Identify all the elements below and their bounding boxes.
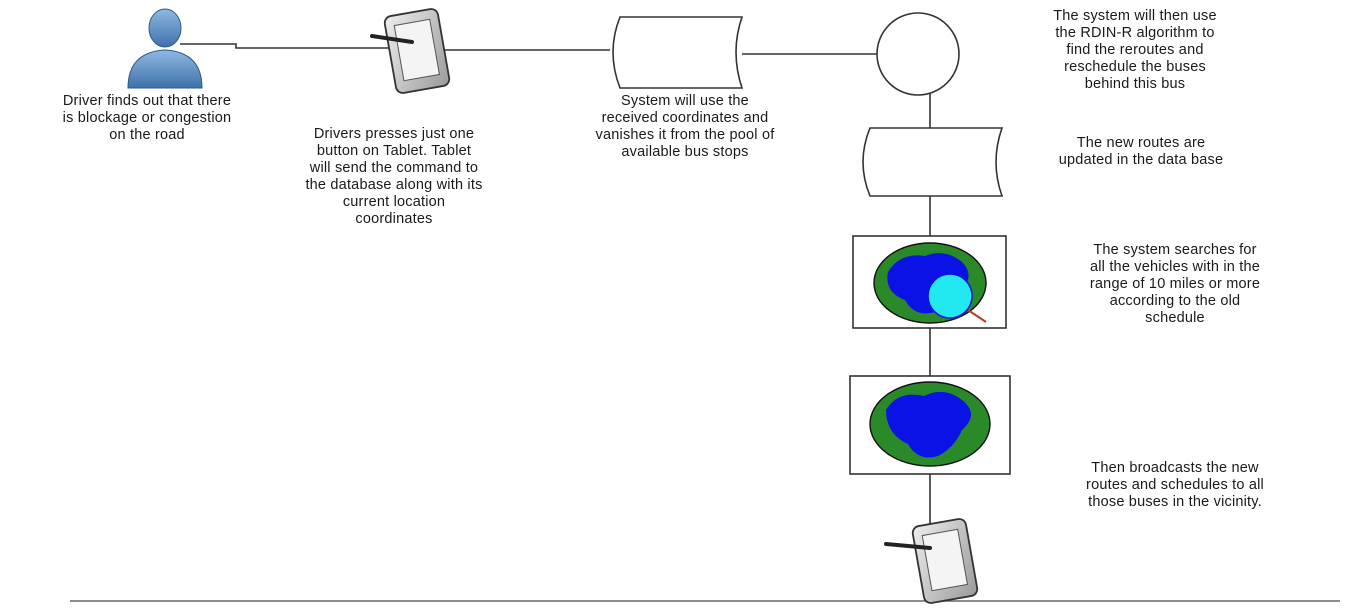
connector-driver-tablet xyxy=(180,43,392,49)
person-icon xyxy=(127,8,203,89)
step-broadcast-label: Then broadcasts the new routes and sched… xyxy=(1086,460,1264,510)
globe-icon xyxy=(849,375,1011,475)
globe-search-icon xyxy=(852,235,1007,329)
tablet-icon xyxy=(370,8,451,94)
step-database-label: The new routes are updated in the data b… xyxy=(1058,135,1224,168)
step-tablet-label: Drivers presses just one button on Table… xyxy=(305,126,483,227)
step-algorithm-label: The system will then use the RDIN-R algo… xyxy=(1053,8,1217,92)
stored-data-icon xyxy=(862,127,1004,197)
stored-data-icon xyxy=(612,16,744,89)
tablet-icon xyxy=(884,518,979,604)
circle-process-icon xyxy=(876,12,960,96)
step-search-label: The system searches for all the vehicles… xyxy=(1089,242,1261,326)
step-system-label: System will use the received coordinates… xyxy=(595,93,775,160)
step-driver-label: Driver finds out that there is blockage … xyxy=(62,93,232,143)
